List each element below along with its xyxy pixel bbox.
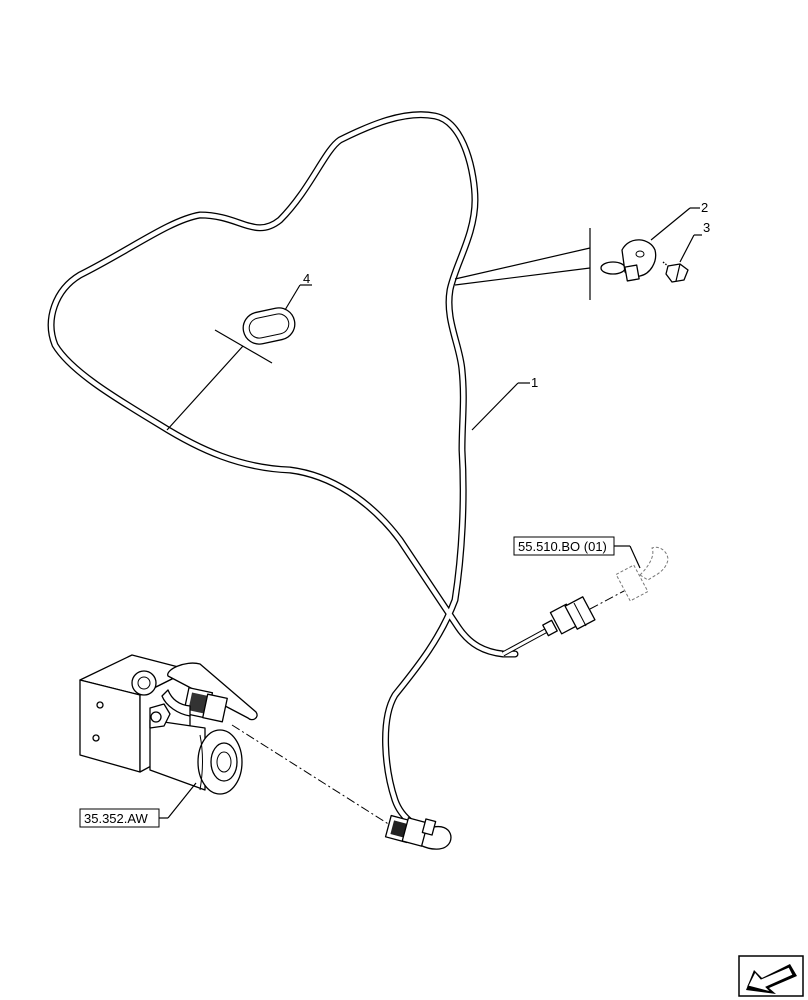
- mating-connector-ghost: [589, 546, 669, 610]
- harness-connector-upper: [501, 596, 596, 657]
- reference-solenoid-label: 35.352.AW: [84, 811, 149, 826]
- callout-bolt: 3: [703, 220, 710, 235]
- callout-grommet: 4: [303, 271, 310, 286]
- grommet: [166, 284, 312, 431]
- callout-harness: 1: [531, 375, 538, 390]
- clip-and-bolt: [454, 207, 702, 300]
- connection-line-solenoid: [231, 724, 391, 826]
- callout-clip: 2: [701, 200, 708, 215]
- reference-connector-label: 55.510.BO (01): [518, 539, 607, 554]
- solenoid-valve-assembly: [79, 654, 258, 795]
- harness-connector-lower: [384, 814, 452, 850]
- reference-solenoid[interactable]: 35.352.AW: [79, 782, 197, 828]
- wire-harness: [47, 111, 519, 837]
- previous-page-arrow-icon[interactable]: [738, 955, 804, 997]
- harness-leader: [471, 382, 530, 431]
- reference-connector[interactable]: 55.510.BO (01): [513, 536, 641, 569]
